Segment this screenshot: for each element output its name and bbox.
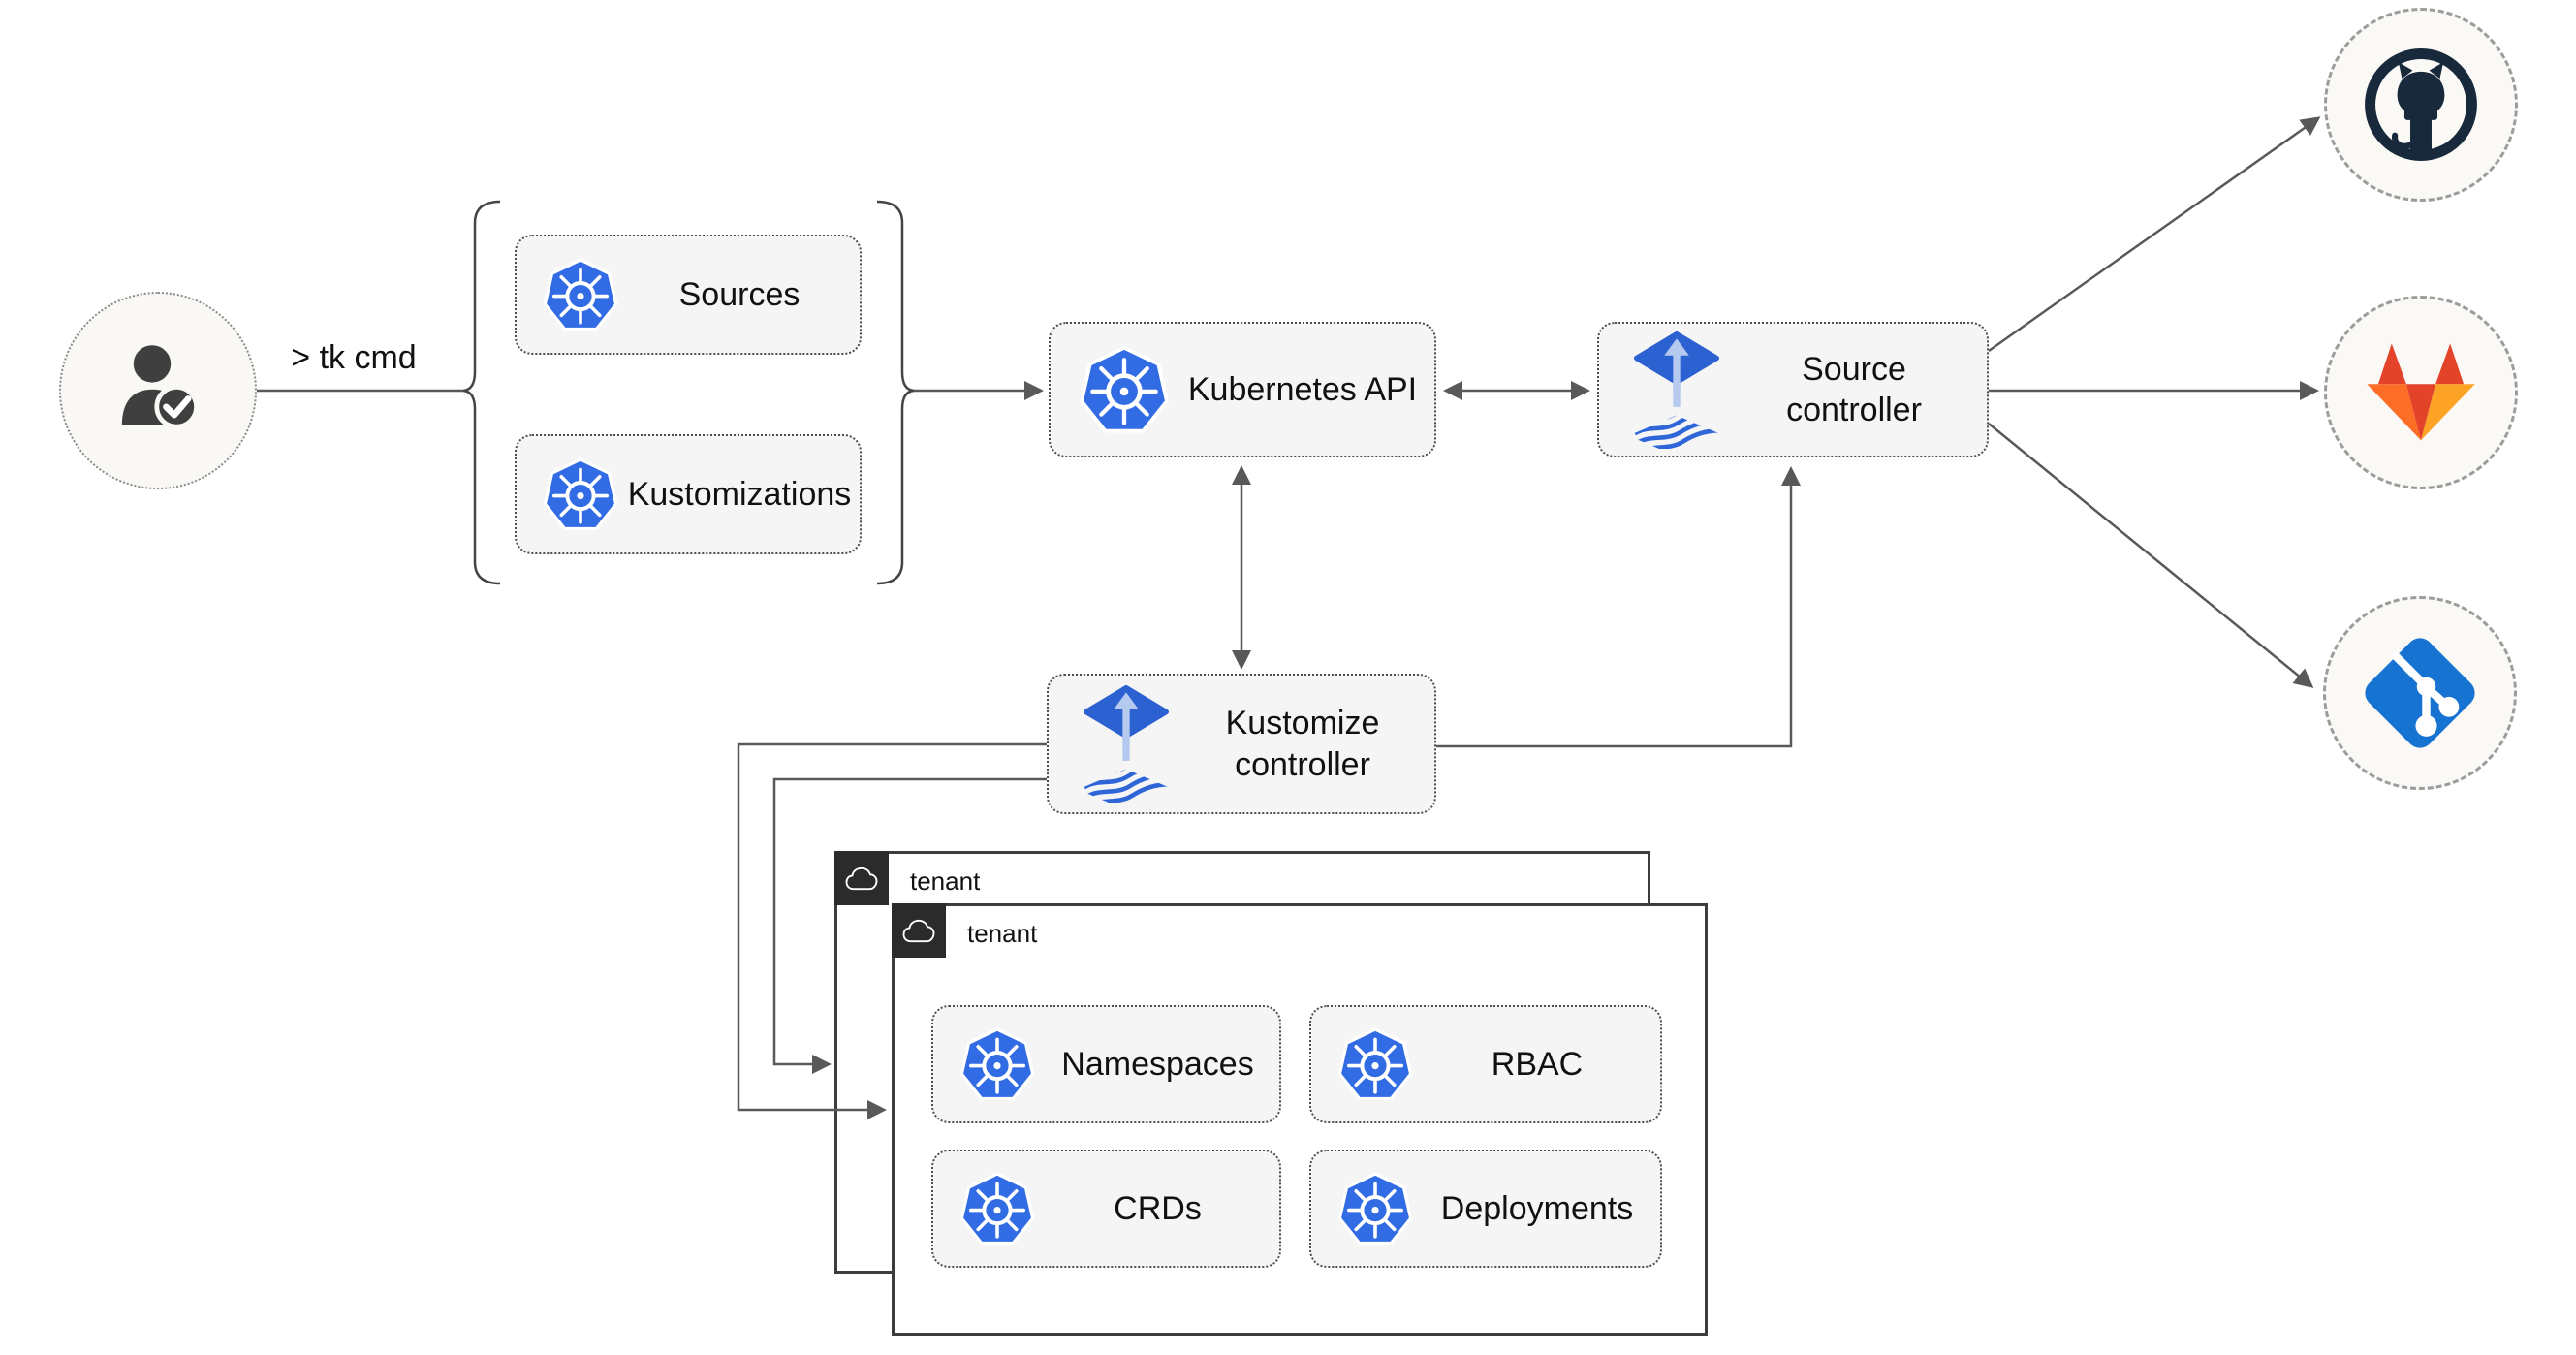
kustomizations-label: Kustomizations: [627, 475, 852, 513]
user-check-icon: [100, 332, 216, 449]
tenant-box-front: tenant Namespaces RBAC CRDs Deployments: [892, 903, 1708, 1336]
node-namespaces: Namespaces: [931, 1005, 1281, 1123]
namespaces-label: Namespaces: [1061, 1045, 1254, 1083]
left-bracket: [462, 200, 501, 585]
node-deployments: Deployments: [1309, 1150, 1662, 1268]
node-sources: Sources: [515, 235, 862, 355]
tenant-tab: [892, 903, 946, 958]
right-bracket: [876, 200, 915, 585]
flux-icon: [1082, 685, 1171, 803]
kubernetes-icon: [958, 1170, 1036, 1247]
source-controller-label: Source controller: [1786, 350, 1922, 429]
cloud-icon: [901, 916, 936, 946]
tenant-label: tenant: [910, 867, 981, 896]
kustomize-controller-label: Kustomize controller: [1225, 705, 1380, 783]
kubernetes-icon: [542, 256, 619, 333]
node-crds: CRDs: [931, 1150, 1281, 1268]
node-kustomizations: Kustomizations: [515, 434, 862, 554]
git-icon: [2357, 630, 2483, 756]
github-icon: [2362, 46, 2480, 164]
flux-icon: [1632, 331, 1721, 449]
git-circle: [2323, 596, 2517, 790]
sources-label: Sources: [678, 275, 801, 313]
edge-kustomizectl-sourcectl: [1436, 466, 1801, 748]
kubernetes-icon: [1078, 343, 1171, 436]
node-source-controller: Source controller: [1597, 322, 1989, 457]
edge-sourcectl-github: [1988, 116, 2321, 353]
kubernetes-api-label: Kubernetes API: [1187, 370, 1418, 408]
github-circle: [2324, 8, 2518, 202]
tenant-label: tenant: [967, 919, 1038, 948]
kubernetes-icon: [542, 456, 619, 533]
kubernetes-icon: [958, 1025, 1036, 1103]
edge-sourcectl-git: [1988, 423, 2314, 688]
gitlab-circle: [2324, 296, 2518, 489]
rbac-label: RBAC: [1491, 1045, 1584, 1083]
kubernetes-icon: [1336, 1025, 1414, 1103]
node-kustomize-controller: Kustomize controller: [1047, 674, 1436, 814]
deployments-label: Deployments: [1440, 1189, 1634, 1227]
node-rbac: RBAC: [1309, 1005, 1662, 1123]
node-kubernetes-api: Kubernetes API: [1049, 322, 1436, 457]
kubernetes-icon: [1336, 1170, 1414, 1247]
tk-cmd-label: > tk cmd: [291, 339, 417, 376]
cloud-icon: [844, 864, 879, 894]
gitlab-icon: [2365, 341, 2477, 445]
crds-label: CRDs: [1114, 1189, 1202, 1227]
tenant-tab: [834, 851, 889, 905]
user-circle: [59, 292, 257, 489]
